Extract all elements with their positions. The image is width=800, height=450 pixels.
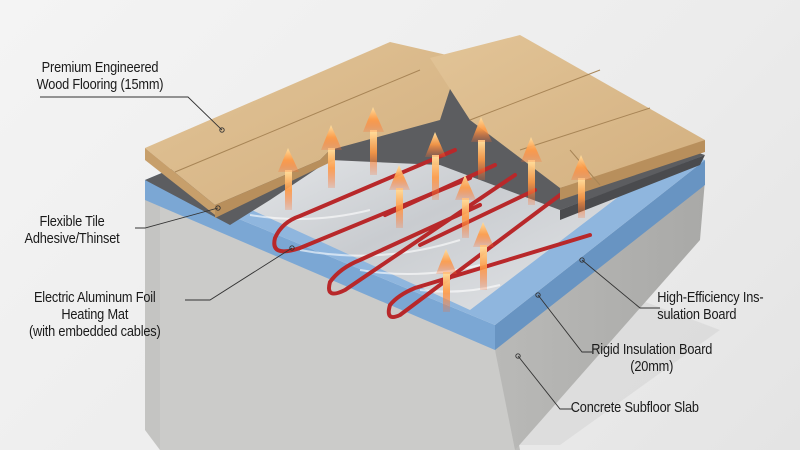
- leader-lines: [40, 96, 660, 410]
- wood-flooring: [145, 35, 705, 218]
- label-line: Electric Aluminum Foil: [33, 290, 156, 306]
- heat-arrow-icon: [455, 175, 476, 238]
- heat-arrow-icon: [471, 117, 492, 180]
- leader-adhesive: [135, 207, 219, 229]
- heat-arrow-icon: [425, 132, 446, 200]
- label-heating-mat: Electric Aluminum Foil Heating Mat (with…: [29, 290, 161, 341]
- heating-cable: [272, 148, 592, 319]
- leader-high-efficiency: [581, 259, 660, 309]
- label-tile-adhesive: Flexible Tile Adhesive/Thinset: [24, 214, 119, 248]
- label-line: Adhesive/Thinset: [24, 231, 120, 247]
- label-high-efficiency-insulation: High-Efficiency Ins- sulation Board: [657, 290, 763, 324]
- label-line: Rigid Insulation Board: [591, 342, 713, 358]
- heat-arrows: [278, 107, 592, 312]
- label-line: (with embedded cables): [28, 324, 161, 340]
- heat-arrow-icon: [473, 222, 494, 290]
- label-line: Wood Flooring (15mm): [36, 77, 164, 93]
- label-line: sulation Board: [657, 307, 737, 323]
- heat-arrow-icon: [436, 249, 457, 312]
- heat-arrow-icon: [389, 165, 410, 228]
- leader-heating-mat: [185, 247, 293, 301]
- heat-arrow-icon: [571, 155, 592, 218]
- label-concrete-slab: Concrete Subfloor Slab: [571, 400, 699, 417]
- heat-arrow-icon: [521, 137, 542, 205]
- label-line: Concrete Subfloor Slab: [570, 400, 699, 416]
- concrete-slab: [145, 180, 705, 450]
- label-line: (20mm): [630, 359, 674, 375]
- leader-wood: [40, 96, 223, 131]
- heat-arrow-icon: [321, 125, 342, 188]
- label-line: Flexible Tile: [39, 214, 105, 230]
- label-line: High-Efficiency Ins-: [657, 290, 764, 306]
- label-line: Heating Mat: [61, 307, 129, 323]
- label-rigid-insulation: Rigid Insulation Board (20mm): [591, 342, 712, 376]
- heat-arrow-icon: [278, 148, 299, 210]
- label-wood-flooring: Premium Engineered Wood Flooring (15mm): [37, 60, 164, 94]
- leader-rigid: [537, 294, 592, 353]
- label-line: Premium Engineered: [41, 60, 159, 76]
- heat-arrow-icon: [363, 107, 384, 175]
- leader-concrete: [517, 355, 572, 410]
